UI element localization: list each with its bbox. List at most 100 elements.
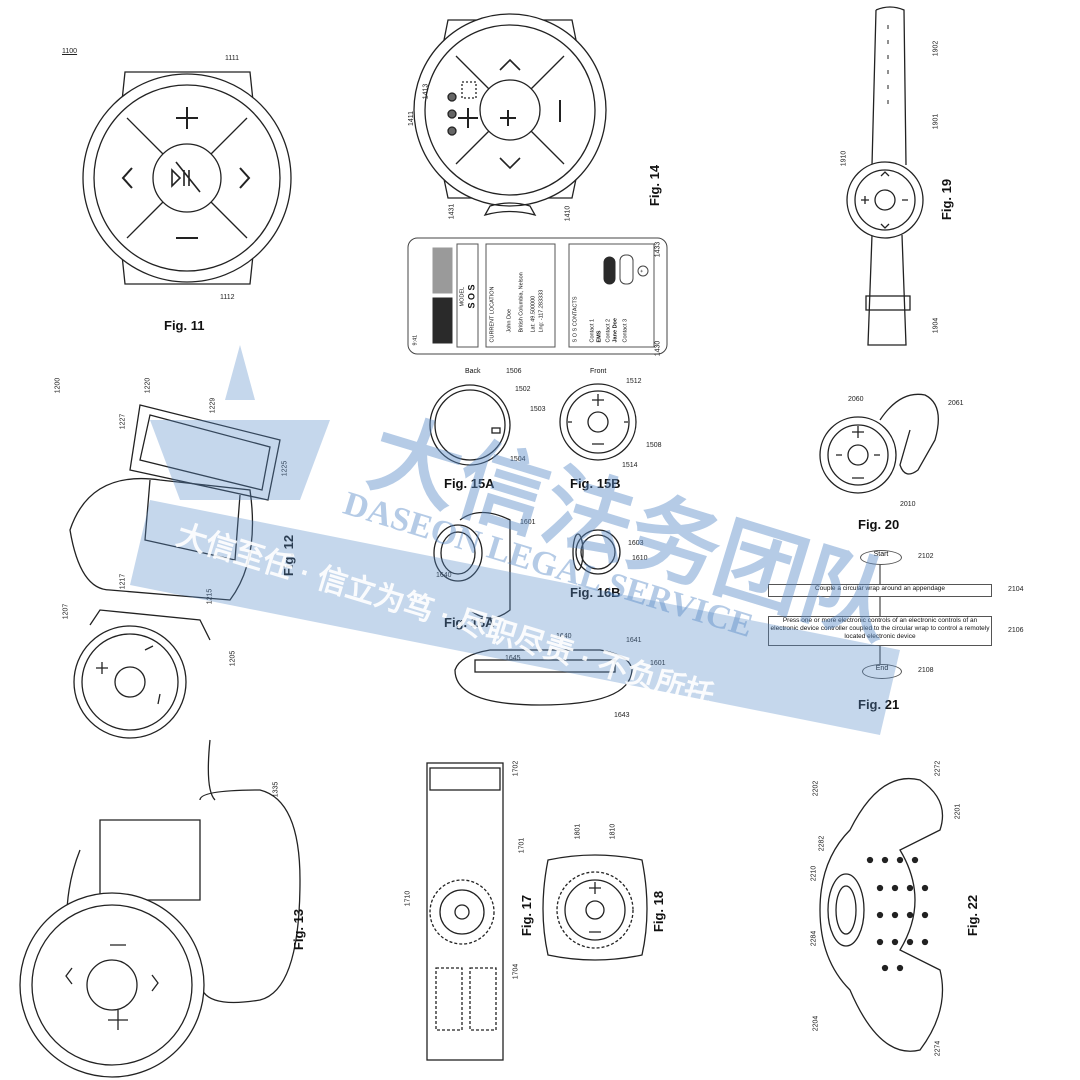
dark-color-swatch[interactable] [432,297,453,344]
ref-1810: 1810 [609,823,617,840]
add-contact-icon[interactable]: + [637,265,649,277]
ref-1410: 1410 [564,205,572,222]
ref-1710: 1710 [404,890,412,907]
ref-1910: 1910 [840,150,848,167]
fig18-drawing [542,854,648,961]
ref-1901: 1901 [932,113,940,130]
ref-1508: 1508 [646,442,662,449]
fig19-wristband-drawing [846,6,924,346]
ref-2010: 2010 [900,501,916,508]
ref-1506: 1506 [506,368,522,375]
ref-1640: 1640 [436,572,452,579]
fig11-watch-drawing [82,71,292,285]
ref-1610: 1610 [632,555,648,562]
ref-2282: 2282 [818,835,826,852]
fig-22-caption: Fig. 22 [965,894,981,937]
ref-2102: 2102 [918,553,934,560]
ref-1100: 1100 [62,48,78,55]
ref-1512: 1512 [626,378,642,385]
toggle-on[interactable] [603,256,616,285]
fig20-drawing [819,393,939,494]
ref-1902: 1902 [932,40,940,57]
ref-1701: 1701 [518,837,526,854]
fig-15a-caption: Fig. 15A [444,476,495,491]
fig-15b-caption: Fig. 15B [570,476,621,491]
flow-step-2: Press one or more electronic controls of… [768,616,992,646]
fig-13-caption: Fig. 13 [291,908,307,951]
ref-1430: 1430 [654,340,662,357]
ref-1504: 1504 [510,456,526,463]
ref-1411: 1411 [408,110,416,127]
ref-2284: 2284 [810,930,818,947]
fig14-watch-drawing [413,13,607,217]
fig-16b-caption: Fig. 16B [570,585,621,600]
front-label: Front [590,368,607,375]
ref-1640b: 1640 [556,633,572,640]
user-place: British Columbia, Nelson [518,272,525,333]
model-panel: MODEL S O S [456,243,479,348]
flow-start: Start [860,550,902,565]
ref-1111: 1111 [225,55,240,62]
user-name: John Doe [506,308,513,333]
ref-1643: 1643 [614,712,630,719]
sos-contacts-card: S O S CONTACTS Contact 1 EMS Contact 2 J… [568,243,655,348]
model-value: S O S [466,284,477,309]
fig-20-caption: Fig. 20 [858,517,900,532]
ref-1207: 1207 [62,603,70,620]
ref-2108: 2108 [918,667,934,674]
fig22-drawing [819,778,944,1052]
ref-1431: 1431 [448,203,456,220]
ref-1801: 1801 [574,823,582,840]
ref-2202: 2202 [812,780,820,797]
status-time: 9:41 [412,334,419,346]
toggle-off[interactable] [619,254,634,285]
contact1-label: Contact 1 [589,318,596,343]
ref-1217: 1217 [119,573,127,590]
ref-1502: 1502 [515,386,531,393]
fig13-drawing [19,739,301,1078]
flow-end: End [862,664,902,679]
contact2-value: Jane Doe [612,318,619,343]
ref-1215: 1215 [206,588,214,605]
ref-1335: 1335 [272,781,280,798]
fig-14-caption: Fig. 14 [647,164,663,207]
ref-1225: 1225 [281,460,289,477]
ref-1205: 1205 [229,650,237,667]
ref-1220: 1220 [144,377,152,394]
ref-1229: 1229 [209,397,217,414]
ref-2061: 2061 [948,400,964,407]
ref-2272: 2272 [934,760,942,777]
ref-1112: 1112 [220,294,235,301]
gray-color-swatch[interactable] [432,247,453,294]
fig-17-caption: Fig. 17 [519,894,535,937]
ref-1413: 1413 [422,83,430,100]
model-label: MODEL [459,286,466,307]
longitude: Lng: -117.283333 [538,289,545,333]
ref-1601b: 1601 [650,660,666,667]
ref-1433: 1433 [654,241,662,258]
ref-1904: 1904 [932,317,940,334]
contact2-label: Contact 2 [605,318,612,343]
fig12-drawing [69,404,281,739]
fig-19-caption: Fig. 19 [939,178,955,221]
fig-21-caption: Fig. 21 [858,697,900,712]
fig17-drawing [426,762,504,1061]
ref-2210: 2210 [810,865,818,882]
ref-1704: 1704 [512,963,520,980]
ref-1601: 1601 [520,519,536,526]
flow-step-1: Couple a circular wrap around an appenda… [768,584,992,597]
ref-1200: 1200 [54,377,62,394]
ref-1227: 1227 [119,413,127,430]
contacts-title: S O S CONTACTS [572,296,579,343]
ref-1702: 1702 [512,760,520,777]
fig15-drawings [429,383,637,466]
fig16-drawings [433,511,633,706]
contact3-label: Contact 3 [622,318,629,343]
phone-sos-screen: 9:41 MODEL S O S CURRENT LOCATION John D… [407,237,668,355]
fig-18-caption: Fig. 18 [651,890,667,933]
fig-12-caption: Fig. 12 [281,534,297,577]
ref-1503: 1503 [530,406,546,413]
fig-11-caption: Fig. 11 [164,318,205,333]
ref-2060: 2060 [848,396,864,403]
